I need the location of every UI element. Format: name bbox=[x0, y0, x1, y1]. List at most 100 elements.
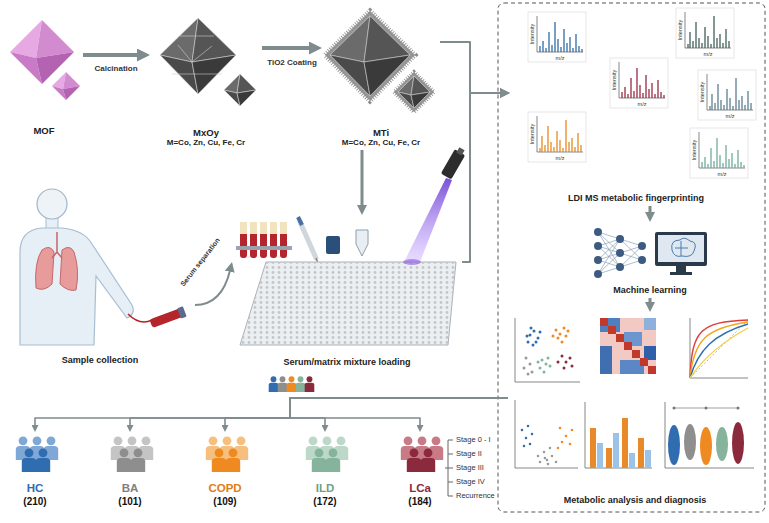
connector-arrow bbox=[462, 93, 502, 262]
node-title: MTi bbox=[373, 127, 389, 138]
connector-arrow bbox=[225, 398, 508, 426]
connector-arrow bbox=[83, 53, 140, 57]
edge-label-holder: Calcination bbox=[92, 64, 139, 73]
patient-figure bbox=[20, 189, 187, 345]
stage-label: Stage 0 - I bbox=[456, 436, 491, 444]
node-title: Metabolic analysis and diagnosis bbox=[564, 495, 707, 506]
axis-label: Intensity bbox=[529, 124, 535, 144]
axis-label: m/z bbox=[726, 113, 735, 119]
connector-arrow bbox=[440, 42, 502, 93]
label-holder: Intensity bbox=[529, 24, 535, 44]
axis-label: m/z bbox=[556, 55, 565, 61]
label-holder: Stage II bbox=[456, 450, 482, 458]
node-subtitle: (101) bbox=[118, 496, 141, 508]
node-subtitle: M=Co, Zn, Cu, Fe, Cr bbox=[342, 138, 420, 148]
node-title: COPD bbox=[208, 482, 241, 496]
ml-node: Machine learning bbox=[585, 222, 715, 298]
connector-arrow bbox=[361, 150, 364, 207]
edge-label: Calcination bbox=[92, 64, 139, 73]
crowd-icon bbox=[269, 376, 315, 392]
axis-label: m/z bbox=[556, 155, 565, 161]
label-holder: Intensity bbox=[691, 140, 697, 160]
node-title: BA bbox=[122, 482, 139, 496]
coated-crystal bbox=[325, 11, 434, 112]
stage-label: Stage IV bbox=[456, 478, 485, 486]
label-holder: m/z bbox=[556, 55, 565, 61]
axis-label: Intensity bbox=[611, 70, 617, 90]
analysis-node: Metabolic analysis and diagnosis bbox=[508, 312, 762, 508]
node-subtitle: (172) bbox=[313, 496, 336, 508]
label-holder: Intensity bbox=[529, 124, 535, 144]
node-subtitle: (109) bbox=[213, 496, 236, 508]
label-holder: Stage 0 - I bbox=[456, 436, 491, 444]
node-title: ILD bbox=[316, 482, 335, 496]
node-title: LDI MS metabolic fingerprinting bbox=[568, 193, 704, 204]
node-subtitle: M=Co, Zn, Cu, Fe, Cr bbox=[167, 138, 245, 148]
group-node: BA(101) bbox=[98, 432, 162, 510]
label-holder: Intensity bbox=[699, 82, 705, 102]
group-node: HC(210) bbox=[3, 432, 67, 510]
group-node: ILD(172) bbox=[293, 432, 357, 510]
plate-node: Serum/matrix mixture loading bbox=[232, 215, 462, 370]
node-title: MxOy bbox=[193, 127, 219, 138]
oxide-node: MxOyM=Co, Zn, Cu, Fe, Cr bbox=[150, 10, 262, 150]
label-holder: m/z bbox=[638, 101, 647, 107]
axis-label: m/z bbox=[638, 101, 647, 107]
label-holder: m/z bbox=[726, 113, 735, 119]
connector-arrow bbox=[195, 270, 230, 305]
mof-node: MOF bbox=[5, 10, 83, 138]
group-node: COPD(109) bbox=[193, 432, 257, 510]
target-plate bbox=[240, 146, 467, 345]
label-holder: Stage IV bbox=[456, 478, 485, 486]
oxide-crystal bbox=[160, 18, 256, 106]
neural-network bbox=[594, 228, 707, 278]
edge-label: TiO2 Coating bbox=[265, 58, 319, 67]
node-subtitle: (184) bbox=[408, 496, 431, 508]
label-holder: m/z bbox=[718, 171, 727, 177]
connector-arrow bbox=[290, 398, 508, 426]
axis-label: Intensity bbox=[691, 140, 697, 160]
node-title: HC bbox=[27, 482, 44, 496]
node-title: Sample collection bbox=[62, 355, 139, 366]
connector-arrow bbox=[262, 46, 312, 50]
stage-label: Stage III bbox=[456, 464, 484, 472]
label-holder: Intensity bbox=[677, 20, 683, 40]
group-icons bbox=[16, 436, 443, 472]
label-holder: Stage III bbox=[456, 464, 484, 472]
serum-tubes bbox=[236, 217, 368, 266]
node-title: Serum/matrix mixture loading bbox=[283, 357, 410, 368]
label-holder: m/z bbox=[556, 155, 565, 161]
stage-label: Recurrence bbox=[456, 492, 495, 500]
connector-arrow bbox=[649, 298, 652, 304]
stage-label: Stage II bbox=[456, 450, 482, 458]
edge-label: Serum separation bbox=[178, 235, 222, 289]
sample-node: Sample collection bbox=[5, 180, 195, 368]
connector-arrow bbox=[35, 398, 508, 426]
edge-label-holder: Serum separation bbox=[178, 235, 222, 289]
label-holder: Recurrence bbox=[456, 492, 495, 500]
axis-label: Intensity bbox=[699, 82, 705, 102]
label-holder: Intensity bbox=[611, 70, 617, 90]
connector-arrow bbox=[130, 398, 508, 426]
axis-label: m/z bbox=[718, 171, 727, 177]
node-title: MOF bbox=[33, 125, 54, 136]
node-title: LCa bbox=[409, 482, 431, 496]
axis-label: m/z bbox=[704, 51, 713, 57]
matrix-node: MTiM=Co, Zn, Cu, Fe, Cr bbox=[322, 8, 440, 150]
edge-label-holder: TiO2 Coating bbox=[265, 58, 319, 67]
connector-arrow bbox=[290, 398, 508, 426]
analysis-charts bbox=[515, 318, 754, 468]
connector-arrow bbox=[649, 206, 652, 214]
group-node: LCa(184) bbox=[388, 432, 452, 510]
mass-spectra bbox=[528, 8, 756, 178]
label-holder: m/z bbox=[704, 51, 713, 57]
stage-bracket bbox=[445, 440, 453, 496]
mof-crystal bbox=[10, 20, 80, 100]
workflow-frame bbox=[498, 3, 765, 512]
node-title: Machine learning bbox=[613, 285, 687, 296]
